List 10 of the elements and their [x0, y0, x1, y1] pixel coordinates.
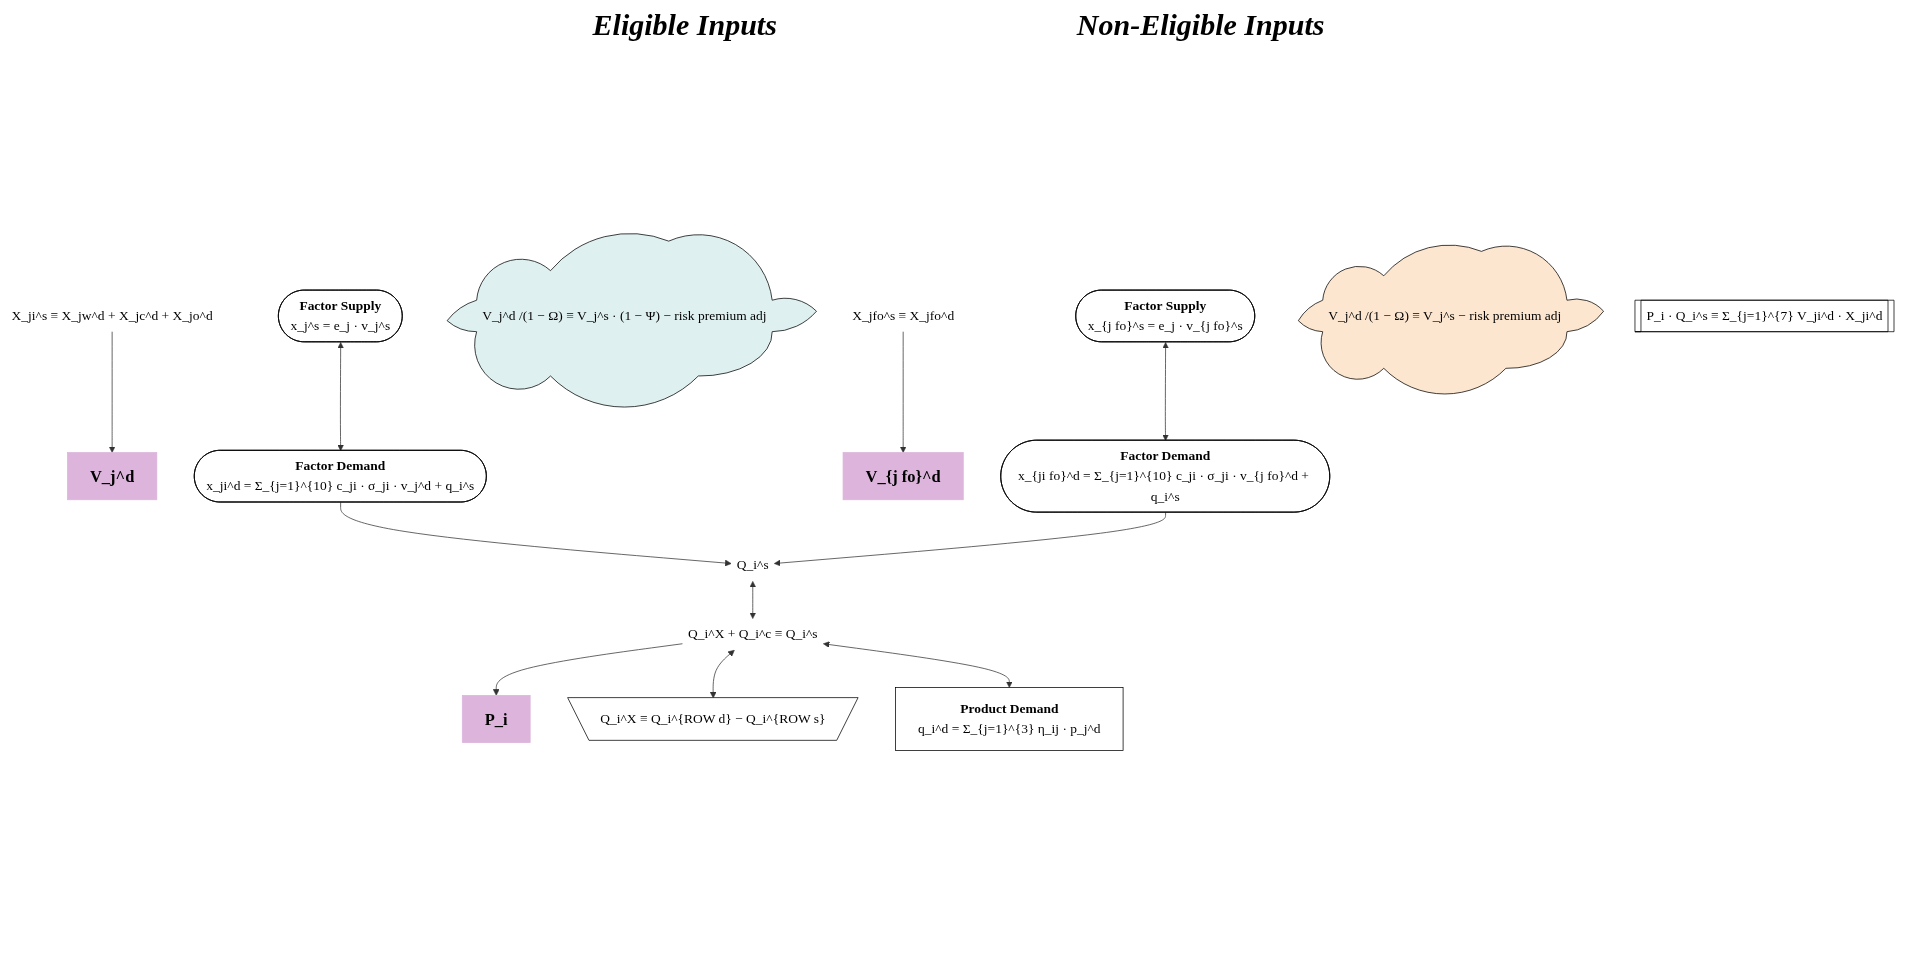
- node-box: V_{j fo}^d: [842, 452, 964, 501]
- node-box: Product Demand q_i^d = Σ_{j=1}^{3} η_ij · p_j^d: [895, 687, 1124, 751]
- node-box: V_j^d: [67, 452, 158, 501]
- node-box: P_i: [461, 695, 531, 743]
- column-heading: Non-Eligible Inputs: [1076, 8, 1325, 42]
- node-text: Q_i^s: [736, 557, 769, 573]
- node-text: Q_i^X + Q_i^c ≡ Q_i^s: [688, 626, 818, 642]
- node-text: X_jfo^s ≡ X_jfo^d: [852, 308, 955, 324]
- node-text: X_ji^s ≡ X_jw^d + X_jc^d + X_jo^d: [11, 308, 213, 324]
- column-heading: Eligible Inputs: [592, 8, 777, 42]
